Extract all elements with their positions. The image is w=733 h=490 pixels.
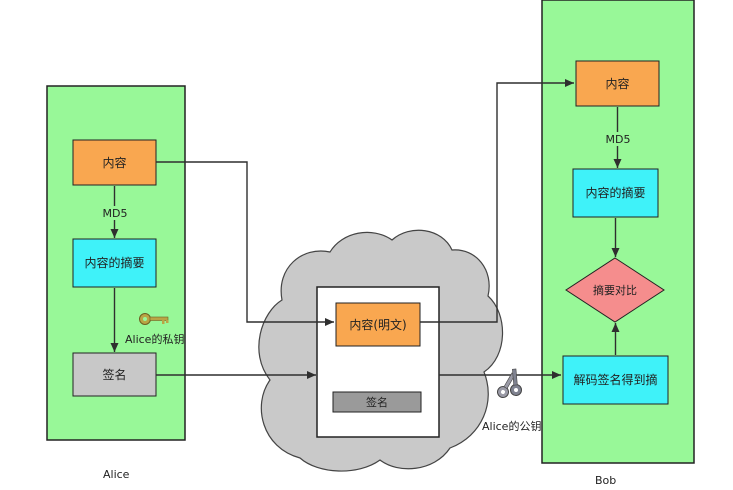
public-key-icon — [497, 368, 522, 398]
alice-label: Alice — [103, 468, 130, 481]
compare-label: 摘要对比 — [593, 283, 637, 297]
bob-decrypt-label: 解码签名得到摘 — [573, 372, 657, 387]
private-key-icon — [139, 313, 169, 325]
channel-to-bob-content-arrow — [420, 79, 574, 323]
bob-label: Bob — [595, 474, 616, 487]
compare-diamond — [565, 257, 665, 323]
alice-content-box — [72, 139, 157, 186]
private-key-label: Alice的私钥 — [125, 332, 184, 346]
alice-digest-box — [72, 238, 157, 288]
alice-signature-box — [72, 352, 157, 397]
alice-content-label: 内容 — [102, 155, 126, 170]
alice-md5-bg — [101, 206, 129, 220]
bob-digest-box — [572, 168, 659, 218]
channel-plaintext-label: 内容(明文) — [349, 317, 406, 332]
bob-md5-bg — [603, 132, 633, 146]
bob-digest-label: 内容的摘要 — [585, 185, 645, 200]
alice-digest-label: 内容的摘要 — [84, 255, 144, 270]
channel-signature-box — [332, 391, 422, 413]
alice-md5-label: MD5 — [103, 207, 128, 220]
bob-content-label: 内容 — [605, 76, 629, 91]
bob-decrypt-box — [562, 355, 669, 405]
alice-signature-label: 签名 — [102, 367, 126, 382]
channel-plaintext-box — [335, 302, 421, 347]
bob-content-box — [575, 60, 660, 107]
channel-signature-label: 签名 — [366, 395, 388, 409]
bob-md5-label: MD5 — [606, 133, 631, 146]
content-to-channel-arrow — [156, 161, 334, 326]
public-key-label: Alice的公钥 — [482, 419, 541, 433]
